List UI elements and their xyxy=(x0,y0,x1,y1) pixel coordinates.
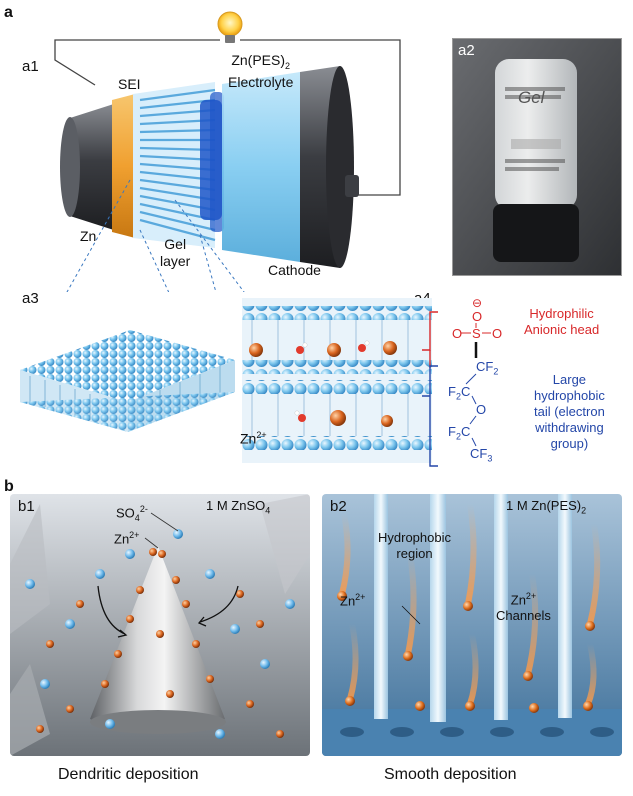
b2-zn-ions xyxy=(337,591,595,713)
smooth-deposition-panel xyxy=(322,494,622,756)
b2-concentration-label: 1 M Zn(PES)2 xyxy=(506,498,587,516)
rod-tips xyxy=(200,92,224,232)
panel-label-a: a xyxy=(4,4,13,21)
hydrophobic-tail-label: Large hydrophobic tail (electron withdra… xyxy=(534,372,605,451)
sei-band xyxy=(112,94,135,238)
b2-ion-trails xyxy=(339,503,601,706)
atom-o-top: O xyxy=(472,309,483,324)
sei-label: SEI xyxy=(118,76,141,92)
light-bulb-icon xyxy=(217,11,243,37)
panel-label-a3: a3 xyxy=(22,290,39,307)
gel-vial-text: Gel xyxy=(518,88,545,107)
battery-illustration xyxy=(54,11,401,292)
dendritic-deposition-panel xyxy=(10,494,310,756)
right-arrow xyxy=(199,585,239,623)
panel-label-b1: b1 xyxy=(18,498,35,515)
b1-sulfate-ions xyxy=(25,529,295,739)
group-cf2-top: CF xyxy=(476,359,494,374)
circuit-wire xyxy=(54,39,401,196)
projection-lines xyxy=(66,179,245,292)
b2-channel-columns xyxy=(374,494,572,722)
b1-sulfate-label: SO42- xyxy=(116,504,148,523)
atom-o-ether: O xyxy=(476,402,487,417)
gel-vial-photo xyxy=(452,38,622,276)
bilayer-slab xyxy=(20,330,235,432)
b1-caption: Dendritic deposition xyxy=(58,766,199,783)
a4-zn-ion-label: Zn2+ xyxy=(240,430,267,447)
panel-label-a1: a1 xyxy=(22,58,39,75)
zn-anode-label: Zn xyxy=(80,228,97,244)
atom-o-left: O xyxy=(452,326,463,341)
electrolyte-region xyxy=(222,72,300,262)
anion-charge-icon: ⊖ xyxy=(472,296,483,310)
water-molecules xyxy=(294,340,370,422)
panel-label-b2: b2 xyxy=(330,498,347,515)
layered-channel-diagram xyxy=(242,298,432,463)
b1-zn-ions xyxy=(36,548,284,738)
atom-o-right: O xyxy=(492,326,503,341)
b2-caption: Smooth deposition xyxy=(384,766,517,783)
electrolyte-label: Zn(PES)2 Electrolyte xyxy=(228,52,294,90)
group-cf3: CF xyxy=(470,446,488,461)
left-arrow xyxy=(97,585,126,635)
pes-anion-structure: ⊖ O O S O CF2 F2C O F2C CF3 xyxy=(448,296,503,464)
group-f2c-low: C xyxy=(460,424,471,439)
dendrite-cone xyxy=(90,546,225,732)
b2-zn-ion-label: Zn2+ xyxy=(340,592,366,609)
atom-s: S xyxy=(472,326,481,341)
brackets xyxy=(422,311,438,467)
zn-ions xyxy=(249,341,397,427)
group-f2c-mid: C xyxy=(460,384,471,399)
cathode-label: Cathode xyxy=(268,262,321,278)
channels-label: Zn2+ Channels xyxy=(496,591,551,624)
panel-label-a2: a2 xyxy=(458,42,475,59)
b2-substrate-pits xyxy=(340,727,614,737)
b1-zn-ion-label: Zn2+ xyxy=(114,530,140,547)
b1-concentration-label: 1 M ZnSO4 xyxy=(206,498,271,516)
panel-label-b: b xyxy=(4,478,14,495)
